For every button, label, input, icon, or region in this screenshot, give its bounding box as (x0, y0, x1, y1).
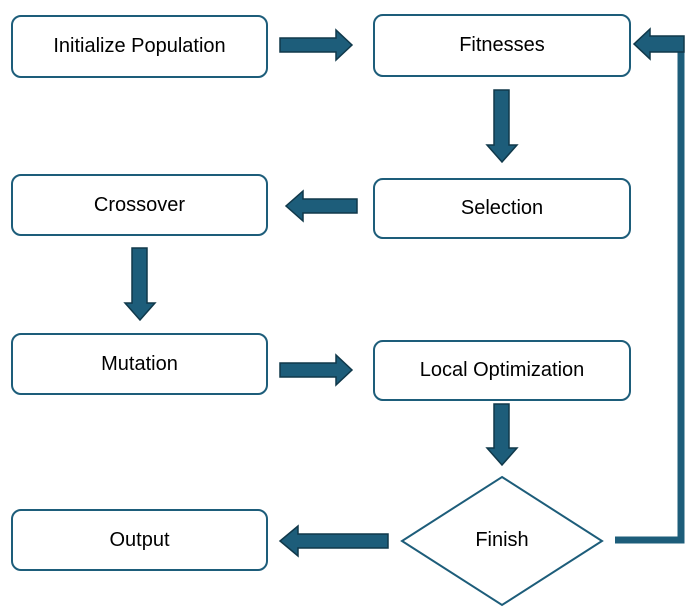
finish-label: Finish (475, 528, 529, 551)
loop-back-line (615, 37, 685, 544)
arrow-selection-to-crossover (284, 189, 358, 223)
arrow-mutation-to-local-optimization (279, 353, 354, 387)
arrow-initialize-to-fitnesses (279, 28, 354, 62)
loop-arrow-into-fitnesses (632, 27, 685, 61)
initialize-population-label: Initialize Population (53, 35, 226, 57)
arrow-local-optimization-to-finish (485, 403, 519, 467)
selection-box: Selection (373, 178, 631, 239)
fitnesses-box: Fitnesses (373, 14, 631, 77)
mutation-box: Mutation (11, 333, 268, 395)
output-box: Output (11, 509, 268, 571)
initialize-population-box: Initialize Population (11, 15, 268, 78)
arrow-fitnesses-to-selection (485, 89, 519, 164)
local-optimization-label: Local Optimization (419, 359, 585, 381)
crossover-box: Crossover (11, 174, 268, 236)
finish-diamond (400, 475, 604, 607)
selection-label: Selection (460, 197, 544, 219)
output-label: Output (109, 528, 170, 551)
arrow-finish-to-output (278, 524, 389, 558)
crossover-label: Crossover (93, 193, 186, 216)
arrow-crossover-to-mutation (123, 247, 157, 322)
fitnesses-label: Fitnesses (459, 34, 545, 56)
local-optimization-box: Local Optimization (373, 340, 631, 401)
mutation-label: Mutation (101, 352, 178, 375)
